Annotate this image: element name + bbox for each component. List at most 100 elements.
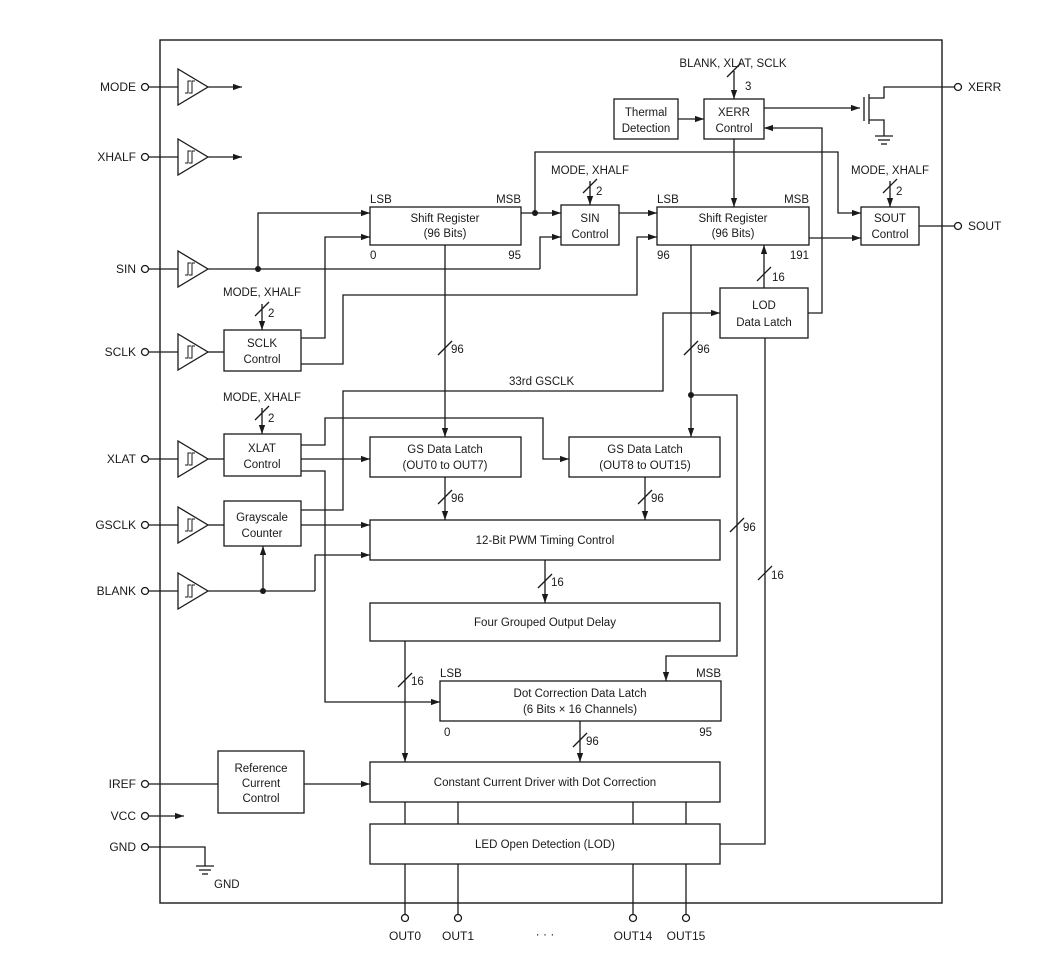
lod-data-latch-block: LOD Data Latch xyxy=(719,287,809,339)
gnd-symbol-label: GND xyxy=(214,879,240,891)
bus-width-2-sout: 2 xyxy=(896,186,902,198)
left-pins: MODE XHALF SIN SCLK XLAT GSCLK BLANK IRE… xyxy=(95,80,178,854)
shift-register-2-block: Shift Register (96 Bits) xyxy=(656,206,810,246)
pin-gnd: GND xyxy=(109,840,136,854)
svg-text:Control: Control xyxy=(243,354,280,366)
labels: BLANK, XLAT, SCLK 3 MODE, XHALF 2 MODE, … xyxy=(214,58,929,891)
sr1-msb: MSB xyxy=(496,194,521,206)
xlat-buffer-icon xyxy=(177,439,210,479)
sr2-msb: MSB xyxy=(784,194,809,206)
svg-text:Control: Control xyxy=(715,123,752,135)
grayscale-counter-block: Grayscale Counter xyxy=(223,500,302,547)
svg-text:Shift Register: Shift Register xyxy=(698,213,767,225)
bus-width-2-sclk: 2 xyxy=(268,308,274,320)
label-mode-xhalf-sin: MODE, XHALF xyxy=(551,165,629,177)
led-open-detection-block: LED Open Detection (LOD) xyxy=(369,823,721,865)
bus-width-2-xlat: 2 xyxy=(268,413,274,425)
bus-width-96-dc: 96 xyxy=(743,522,756,534)
svg-text:Control: Control xyxy=(243,459,280,471)
output-ellipsis: · · · xyxy=(536,927,555,941)
pin-mode: MODE xyxy=(100,80,136,94)
chip-outline xyxy=(159,39,943,904)
svg-text:Shift Register: Shift Register xyxy=(410,213,479,225)
pin-sin: SIN xyxy=(116,262,136,276)
pin-out15: OUT15 xyxy=(667,929,706,943)
svg-text:Detection: Detection xyxy=(622,123,671,135)
sin-buffer-icon xyxy=(177,249,210,289)
sr2-lsb: LSB xyxy=(657,194,679,206)
svg-text:Dot Correction Data Latch: Dot Correction Data Latch xyxy=(514,688,647,700)
svg-text:Constant Current Driver with D: Constant Current Driver with Dot Correct… xyxy=(434,777,656,789)
gsclk-buffer-icon xyxy=(177,505,210,545)
svg-text:SIN: SIN xyxy=(580,213,599,225)
bus-width-2-sin: 2 xyxy=(596,186,602,198)
sclk-control-block: SCLK Control xyxy=(223,329,302,372)
pin-gsclk: GSCLK xyxy=(95,518,136,532)
sr2-bit191: 191 xyxy=(790,250,809,262)
sr1-bit95: 95 xyxy=(508,250,521,262)
blank-buffer-icon xyxy=(177,571,210,611)
svg-text:Data Latch: Data Latch xyxy=(736,317,792,329)
pin-iref: IREF xyxy=(109,777,136,791)
svg-text:Reference: Reference xyxy=(234,763,287,775)
pin-out14: OUT14 xyxy=(614,929,653,943)
svg-text:SOUT: SOUT xyxy=(874,213,906,225)
output-delay-block: Four Grouped Output Delay xyxy=(369,602,721,642)
bus-width-16-delay: 16 xyxy=(411,676,424,688)
xlat-control-block: XLAT Control xyxy=(223,433,302,477)
xerr-control-block: XERR Control xyxy=(703,98,765,140)
pwm-timing-control-block: 12-Bit PWM Timing Control xyxy=(369,519,721,561)
svg-text:GS Data Latch: GS Data Latch xyxy=(407,444,482,456)
svg-text:LED Open Detection (LOD): LED Open Detection (LOD) xyxy=(475,839,615,851)
svg-text:(96 Bits): (96 Bits) xyxy=(424,228,467,240)
pin-xerr: XERR xyxy=(968,80,1002,94)
svg-text:Control: Control xyxy=(871,229,908,241)
wires xyxy=(148,71,955,915)
pin-vcc: VCC xyxy=(111,809,137,823)
reference-current-control-block: Reference Current Control xyxy=(217,750,305,814)
junction-dots xyxy=(255,210,694,594)
svg-text:SCLK: SCLK xyxy=(247,338,277,350)
pin-out1: OUT1 xyxy=(442,929,474,943)
pin-blank: BLANK xyxy=(97,584,136,598)
right-pins: XERR SOUT xyxy=(953,80,1002,233)
dc-bit0: 0 xyxy=(444,727,450,739)
bus-width-96-sr2: 96 xyxy=(697,344,710,356)
dc-msb: MSB xyxy=(696,668,721,680)
svg-text:Current: Current xyxy=(242,778,281,790)
sout-control-block: SOUT Control xyxy=(860,206,920,246)
svg-text:Four Grouped Output Delay: Four Grouped Output Delay xyxy=(474,617,616,629)
label-blank-xlat-sclk: BLANK, XLAT, SCLK xyxy=(679,58,786,70)
pin-xlat: XLAT xyxy=(107,452,137,466)
dot-correction-latch-block: Dot Correction Data Latch (6 Bits × 16 C… xyxy=(439,680,722,722)
bus-width-16-lodret: 16 xyxy=(771,570,784,582)
sr1-bit0: 0 xyxy=(370,250,376,262)
svg-text:(OUT8 to OUT15): (OUT8 to OUT15) xyxy=(599,460,691,472)
input-buffers xyxy=(177,67,210,611)
bus-slashes xyxy=(254,62,898,748)
svg-text:LOD: LOD xyxy=(752,300,776,312)
bus-width-16-pwm: 16 xyxy=(551,577,564,589)
sr2-bit96: 96 xyxy=(657,250,670,262)
label-mode-xhalf-sout: MODE, XHALF xyxy=(851,165,929,177)
shift-register-1-block: Shift Register (96 Bits) xyxy=(369,206,522,246)
svg-text:Thermal: Thermal xyxy=(625,107,667,119)
svg-text:(96 Bits): (96 Bits) xyxy=(712,228,755,240)
bus-width-96-sr1: 96 xyxy=(451,344,464,356)
sin-control-block: SIN Control xyxy=(560,204,620,246)
output-pins: OUT0 OUT1 · · · OUT14 OUT15 xyxy=(389,913,706,943)
pin-sout: SOUT xyxy=(968,219,1002,233)
svg-text:XLAT: XLAT xyxy=(248,443,276,455)
dc-bit95: 95 xyxy=(699,727,712,739)
label-33rd-gsclk: 33rd GSCLK xyxy=(509,376,575,388)
bus-width-96-gs2: 96 xyxy=(651,493,664,505)
bus-width-16-lod: 16 xyxy=(772,272,785,284)
pin-xhalf: XHALF xyxy=(97,150,136,164)
sr1-lsb: LSB xyxy=(370,194,392,206)
gs-data-latch-1-block: GS Data Latch (OUT0 to OUT7) xyxy=(369,436,522,478)
svg-text:XERR: XERR xyxy=(718,107,750,119)
svg-text:(6 Bits × 16 Channels): (6 Bits × 16 Channels) xyxy=(523,704,637,716)
sclk-buffer-icon xyxy=(177,332,210,372)
mode-buffer-icon xyxy=(177,67,210,107)
